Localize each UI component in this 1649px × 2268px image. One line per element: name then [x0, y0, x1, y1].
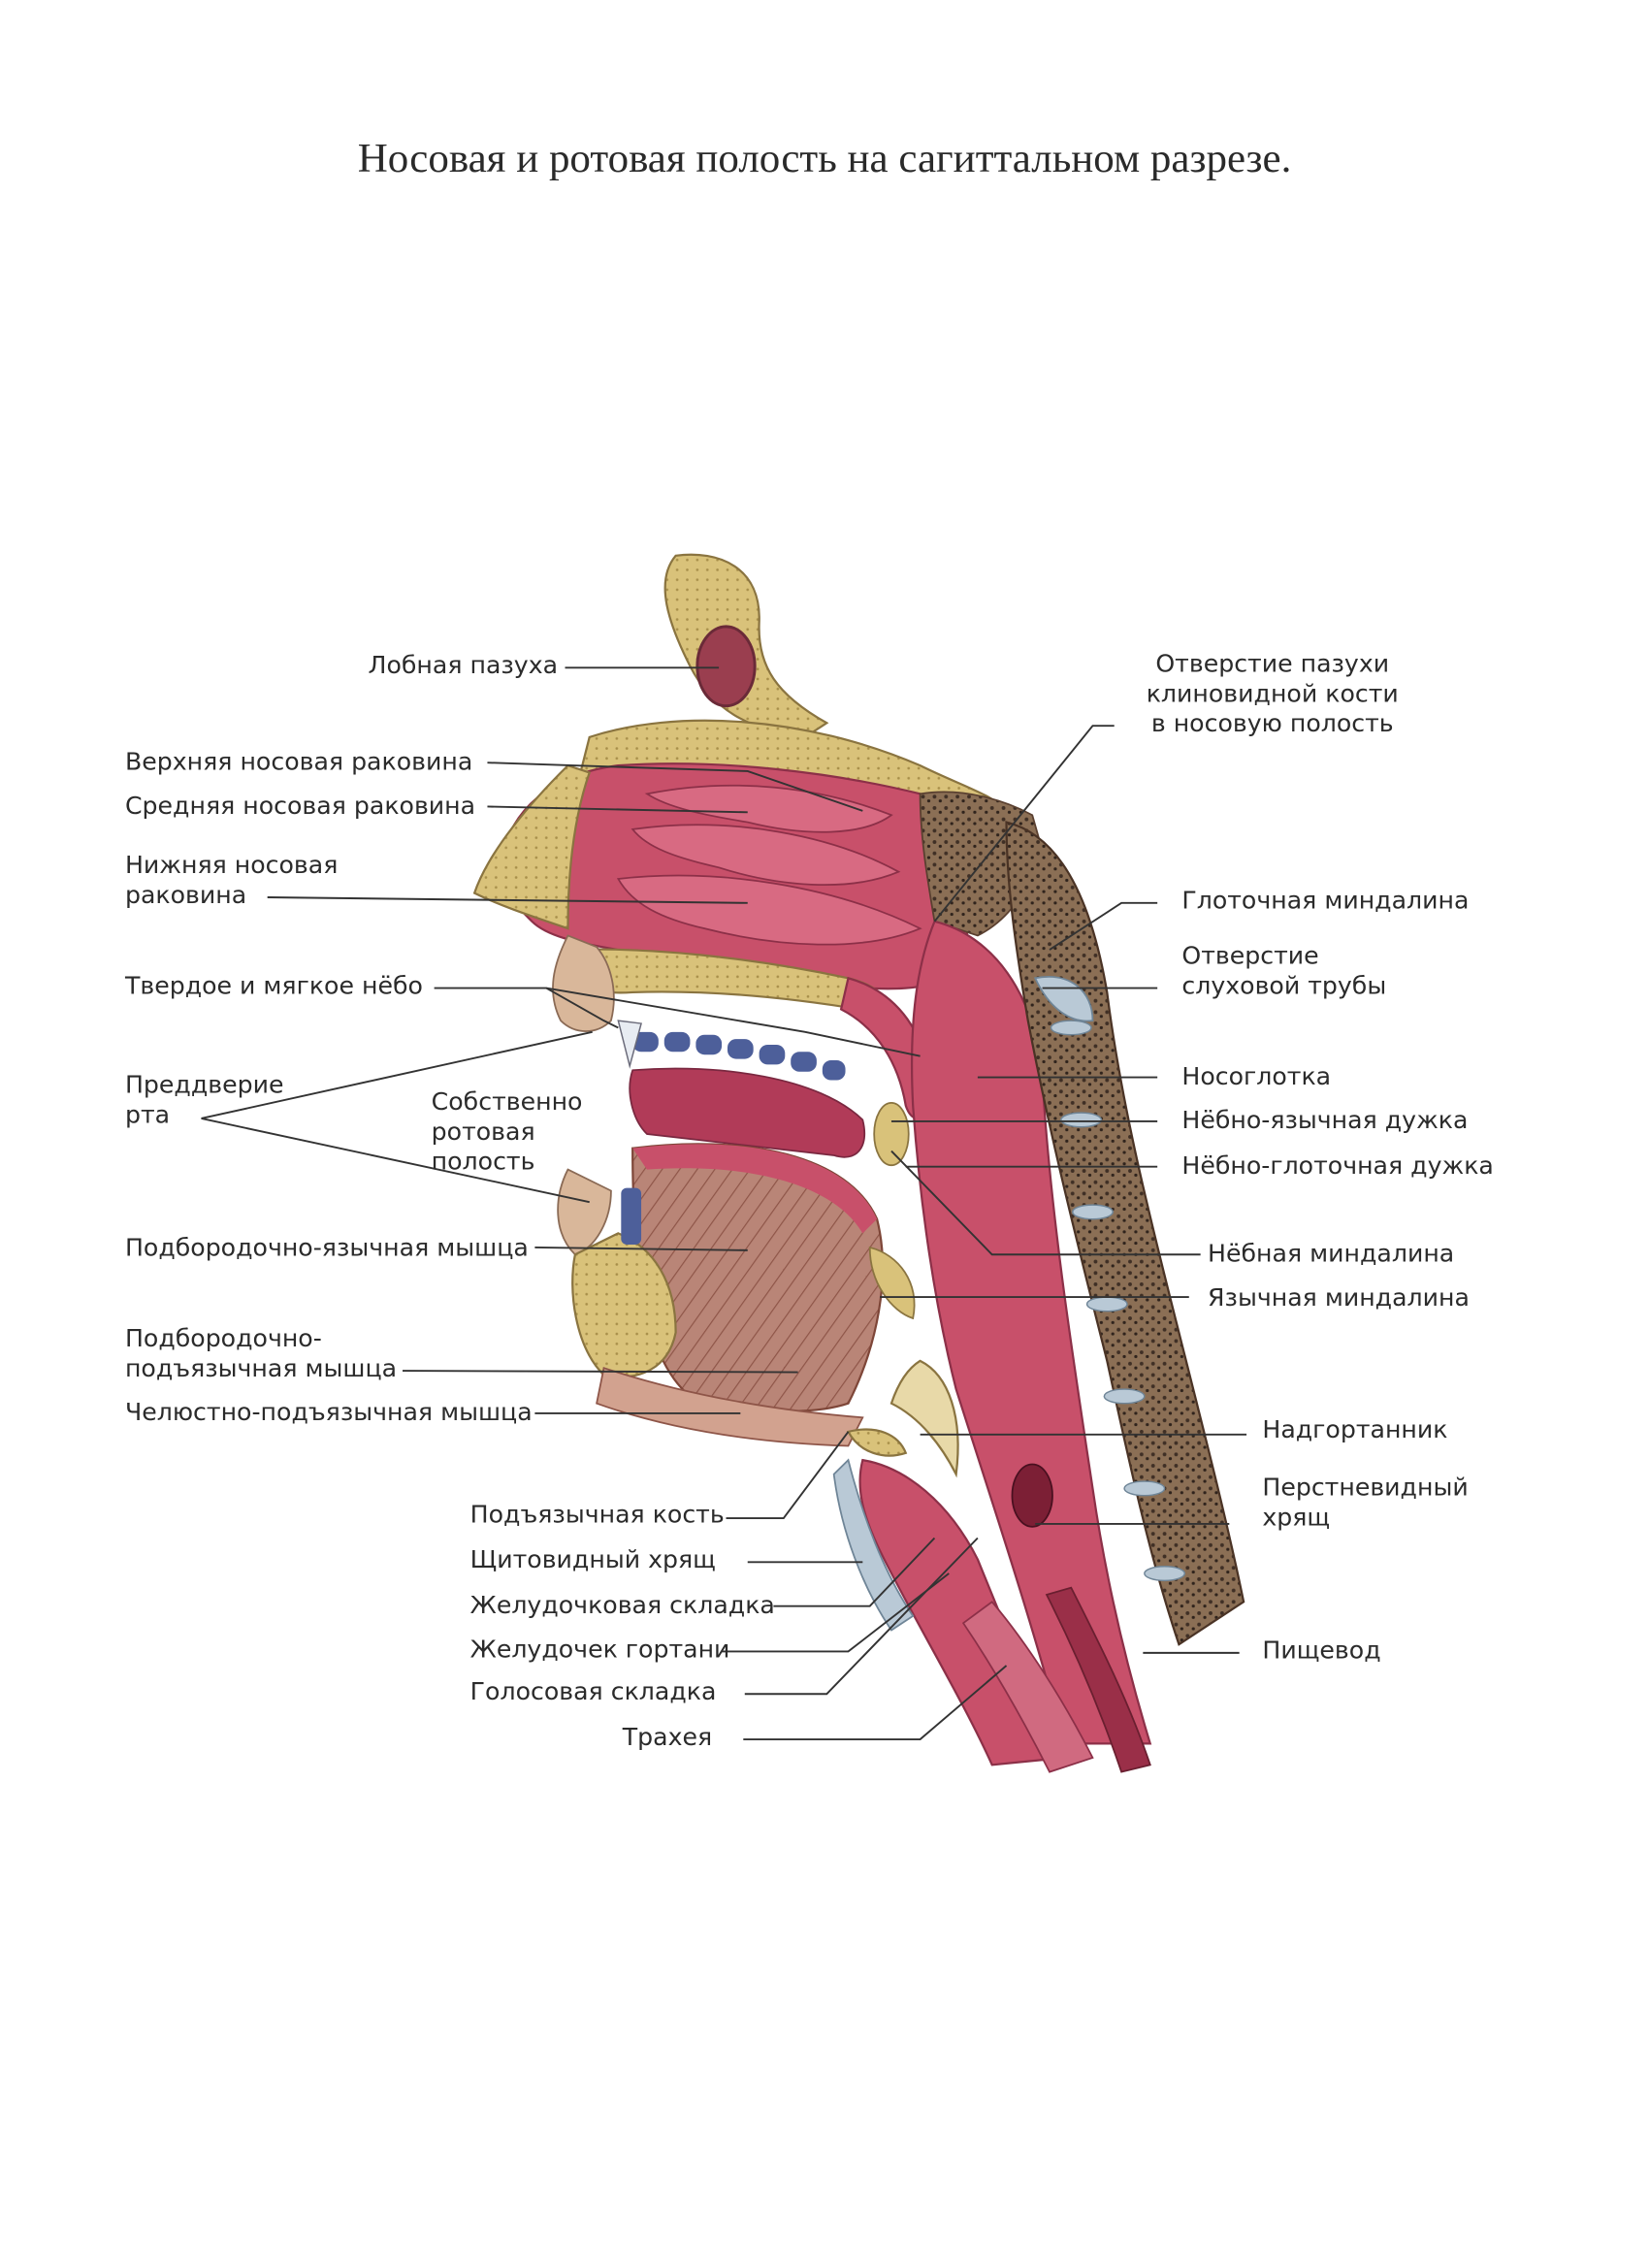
label-geniohyoid: Подбородочно- подъязычная мышца [124, 1325, 398, 1384]
upper-teeth [617, 1020, 846, 1081]
hyoid-shape [846, 1428, 908, 1457]
nose-external [472, 763, 592, 930]
label-superior-concha: Верхняя носовая раковина [124, 748, 473, 777]
oral-cavity [629, 1067, 866, 1158]
label-mylohyoid: Челюстно-подъязычная мышца [124, 1399, 533, 1428]
label-lingual-tonsil: Язычная миндалина [1208, 1283, 1470, 1313]
inferior-concha-shape [616, 874, 922, 946]
palatine-tonsil-shape [873, 1102, 910, 1167]
middle-concha-shape [630, 824, 901, 887]
label-auditory-tube-opening: Отверстие слуховой трубы [1181, 942, 1387, 1001]
label-inferior-concha: Нижняя носовая раковина [124, 852, 339, 911]
label-cricoid-cartilage: Перстневидный хрящ [1262, 1474, 1469, 1533]
label-oral-cavity-proper: Собственно ротовая полость [431, 1088, 583, 1177]
floor-muscles [596, 1367, 864, 1447]
label-hyoid-bone: Подъязычная кость [469, 1501, 725, 1530]
label-nasopharynx: Носоглотка [1181, 1062, 1332, 1092]
label-palatine-tonsil: Нёбная миндалина [1208, 1240, 1455, 1269]
label-frontal-sinus: Лобная пазуха [368, 652, 559, 681]
pharynx [910, 920, 1152, 1745]
lower-incisor [621, 1187, 642, 1246]
label-middle-concha: Средняя носовая раковина [124, 792, 476, 822]
label-epiglottis: Надгортанник [1262, 1415, 1448, 1445]
label-oral-vestibule: Преддверие рта [124, 1071, 284, 1130]
label-palatoglossal-arch: Нёбно-язычная дужка [1181, 1107, 1469, 1136]
leader-lines [201, 666, 1247, 1740]
label-pharyngeal-tonsil: Глоточная миндалина [1181, 887, 1470, 916]
label-sphenoid-aperture: Отверстие пазухи клиновидной кости в нос… [1146, 650, 1399, 739]
frontal-sinus [695, 625, 757, 708]
thyroid-cartilage-shape [832, 1458, 915, 1632]
label-esophagus: Пищевод [1262, 1636, 1381, 1667]
esophagus-shape [1045, 1586, 1151, 1773]
page-title: Носовая и ротовая полость на сагиттально… [357, 136, 1292, 182]
label-palate: Твердое и мягкое нёбо [124, 972, 423, 1001]
intervertebral-discs [1050, 1020, 1186, 1582]
upper-lip [552, 934, 615, 1032]
label-thyroid-cartilage: Щитовидный хрящ [469, 1546, 716, 1575]
lingual-tonsil-shape [868, 1246, 916, 1320]
superior-concha-shape [644, 784, 893, 833]
label-ventricular-fold: Желудочковая складка [469, 1592, 775, 1621]
mandible [571, 1232, 677, 1378]
cricoid-shape [1011, 1463, 1053, 1528]
label-trachea: Трахея [622, 1723, 713, 1753]
label-laryngeal-ventricle: Желудочек гортани [469, 1636, 730, 1665]
label-genioglossus: Подбородочно-язычная мышца [124, 1234, 529, 1264]
label-palatopharyngeal-arch: Нёбно-глоточная дужка [1181, 1152, 1494, 1182]
trachea-shape [961, 1601, 1094, 1773]
epiglottis-shape [889, 1359, 959, 1478]
label-vocal-fold: Голосовая складка [469, 1678, 717, 1707]
tongue-dorsum [632, 1144, 878, 1234]
